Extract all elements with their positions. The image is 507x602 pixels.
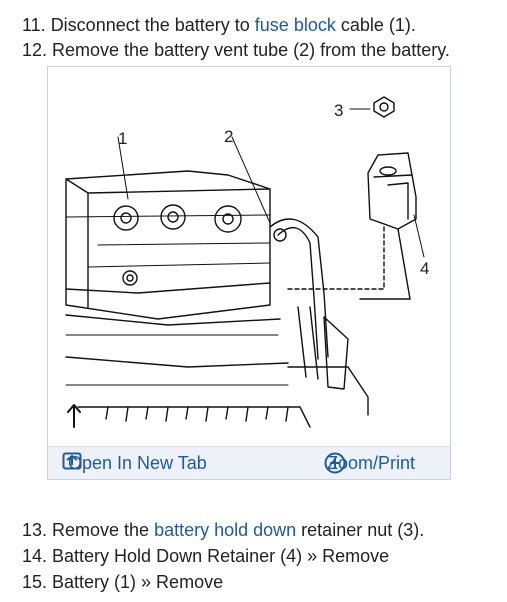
step-15: 15. Battery (1) » Remove: [22, 571, 223, 593]
step-14-text: 14. Battery Hold Down Retainer (4) » Rem…: [22, 546, 390, 566]
open-in-new-tab-button[interactable]: Open In New Tab: [62, 452, 207, 474]
callout-3: 3: [334, 101, 344, 120]
step-12: 12. Remove the battery vent tube (2) fro…: [22, 39, 450, 61]
step-13: 13. Remove the battery hold down retaine…: [22, 519, 424, 541]
step-13-text: 13. Remove the: [22, 520, 155, 540]
step-11-text: 11. Disconnect the battery to: [22, 15, 255, 35]
zoom-print-label: Zoom/Print: [327, 453, 416, 473]
step-13-text-end: retainer nut (3).: [296, 520, 425, 540]
figure-footer: Open In New Tab Zoom/Print: [48, 446, 450, 479]
zoom-print-button[interactable]: Zoom/Print: [324, 452, 415, 474]
battery-diagram-figure: 1 2 3 4 Open In New Tab Zoom/Print: [47, 66, 451, 480]
step-11: 11. Disconnect the battery to fuse block…: [22, 14, 416, 36]
open-in-new-tab-label: Open In New Tab: [68, 453, 207, 473]
callout-4: 4: [420, 259, 430, 278]
fuse-block-link[interactable]: fuse block: [254, 15, 336, 35]
callout-1: 1: [118, 129, 128, 148]
step-11-text-end: cable (1).: [335, 15, 416, 35]
step-15-text: 15. Battery (1) » Remove: [22, 572, 224, 592]
battery-illustration: [65, 96, 425, 428]
battery-hold-down-link[interactable]: battery hold down: [154, 520, 297, 540]
step-12-text: 12. Remove the battery vent tube (2) fro…: [22, 40, 450, 60]
callout-2: 2: [224, 127, 234, 146]
step-14: 14. Battery Hold Down Retainer (4) » Rem…: [22, 545, 389, 567]
